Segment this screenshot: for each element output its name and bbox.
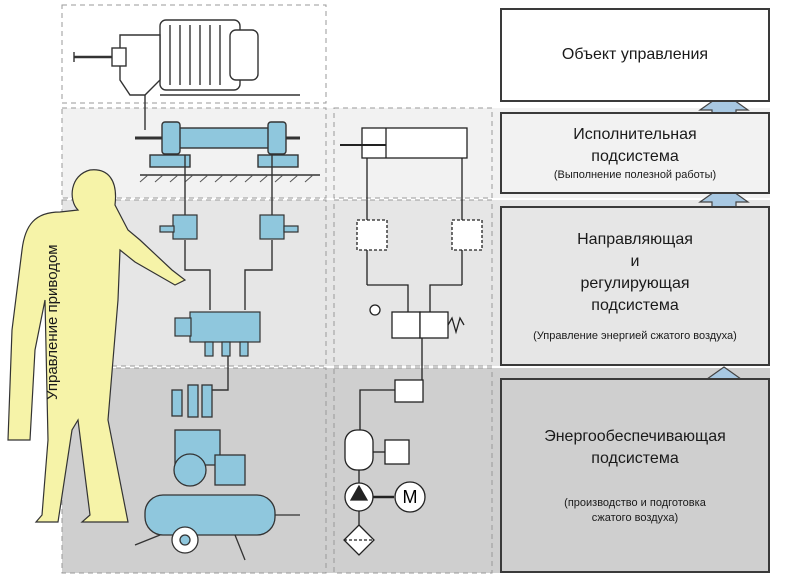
object-title: Объект управления: [561, 46, 709, 63]
actuator-title-2: подсистема: [591, 147, 679, 165]
directional-valve-icon: [174, 311, 261, 357]
throttle-check-valve-right: [451, 219, 483, 251]
supply-note-2: сжатого воздуха): [591, 511, 679, 524]
pneumatic-cylinder-icon: [135, 121, 320, 183]
supply-box: Энергообеспечивающая подсистема (произво…: [500, 378, 770, 573]
throttle-check-valve-left: [356, 219, 388, 251]
cylinder-symbol: [361, 127, 468, 159]
valve-symbol-pos2: [419, 311, 449, 339]
actuator-note: (Выполнение полезной работы): [553, 168, 717, 181]
control-note: (Управление энергией сжатого воздуха): [533, 329, 737, 342]
valve-roller-symbol: [369, 304, 381, 316]
air-pipes: [184, 155, 273, 391]
valve-symbol-pos1: [391, 311, 421, 339]
operator-figure: [7, 169, 187, 523]
flow-control-valve-icon: [159, 214, 299, 240]
actuator-box: Исполнительная подсистема (Выполнение по…: [500, 112, 770, 194]
regulator-symbol: [394, 379, 424, 403]
motor-letter: M: [403, 487, 418, 507]
supply-title-2: подсистема: [591, 449, 679, 467]
control-box: Направляющая и регулирующая подсистема (…: [500, 206, 770, 366]
supply-note-1: (производство и подготовка: [564, 496, 706, 509]
supply-title-1: Энергообеспечивающая: [544, 427, 726, 445]
compressor-unit-icon: [134, 384, 300, 561]
spring-symbol: [447, 316, 465, 335]
motor-symbol: [394, 481, 426, 513]
control-title-4: подсистема: [591, 296, 679, 314]
control-title-2: и: [630, 252, 640, 270]
control-title-3: регулирующая: [580, 274, 690, 292]
machine-tool-icon: [73, 19, 300, 130]
object-box: Объект управления: [500, 8, 770, 102]
actuator-title-1: Исполнительная: [573, 125, 697, 143]
relief-valve-symbol: [384, 439, 410, 465]
control-title-1: Направляющая: [577, 230, 693, 248]
